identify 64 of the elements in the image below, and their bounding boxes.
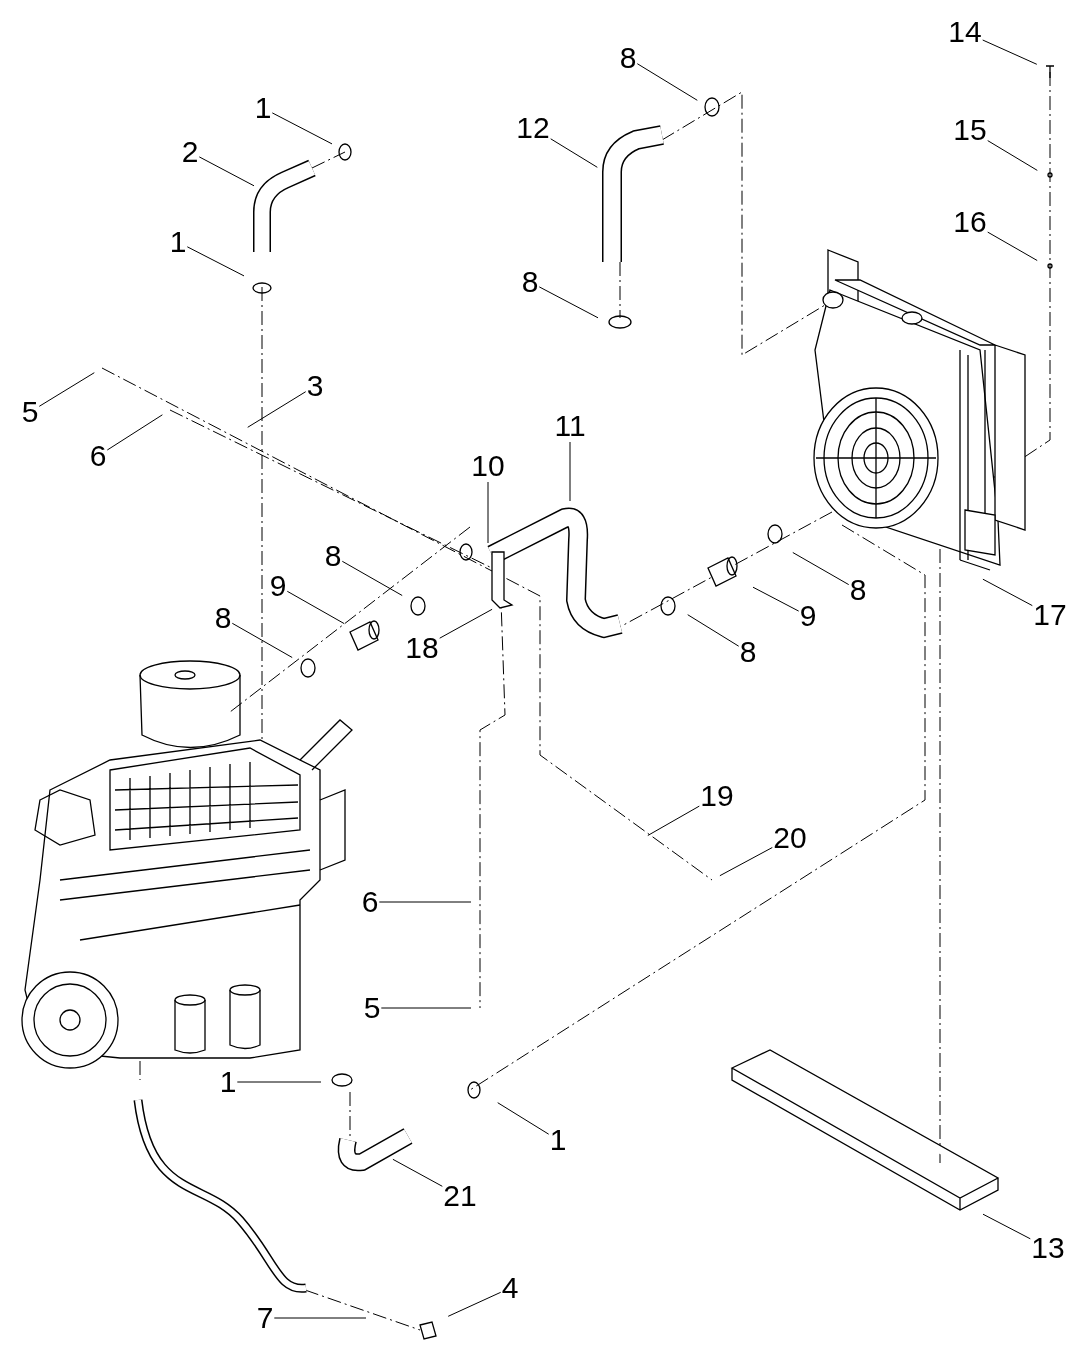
leader-line (231, 622, 293, 658)
callout-number: 14 (947, 16, 983, 48)
leader-line (647, 805, 700, 836)
leader-line (273, 1317, 367, 1319)
leader-line (380, 1007, 472, 1009)
leader-line (569, 441, 571, 502)
leader-line (286, 590, 345, 625)
leader-line (752, 586, 800, 612)
leader-line (392, 1158, 443, 1187)
callout-number: 10 (470, 450, 506, 482)
callout-number: 16 (952, 206, 988, 238)
leader-line (550, 138, 598, 168)
leader-line (38, 372, 95, 407)
callout-number: 7 (255, 1302, 275, 1334)
callout-number: 15 (952, 114, 988, 146)
callout-number: 8 (738, 636, 758, 668)
leader-line (236, 1081, 322, 1083)
callout-number: 20 (772, 822, 808, 854)
callout-number: 5 (362, 992, 382, 1024)
leader-line (982, 1213, 1031, 1240)
callout-number: 2 (180, 136, 200, 168)
leader-line (538, 286, 599, 319)
leader-line (982, 39, 1038, 65)
leader-line (447, 1291, 502, 1317)
callout-number: 9 (798, 600, 818, 632)
leader-line (497, 1102, 550, 1135)
leader-line (439, 608, 493, 639)
callout-number: 13 (1030, 1232, 1066, 1264)
leader-line (271, 112, 333, 145)
leader-line (186, 246, 245, 277)
leader-line (487, 481, 489, 544)
callout-number: 8 (323, 540, 343, 572)
callout-number: 6 (88, 440, 108, 472)
callout-number: 8 (520, 266, 540, 298)
leader-line (687, 614, 740, 647)
callout-number: 19 (699, 780, 735, 812)
leader-line (636, 63, 698, 101)
leader-line (719, 847, 773, 877)
leader-line (982, 578, 1033, 607)
callout-number: 18 (404, 632, 440, 664)
callout-number: 8 (213, 602, 233, 634)
callout-number: 12 (515, 112, 551, 144)
leader-line (987, 140, 1038, 171)
callout-number: 11 (553, 410, 587, 442)
callout-number: 1 (548, 1124, 568, 1156)
callout-number: 1 (168, 226, 188, 258)
leader-line (341, 560, 403, 596)
leader-line (247, 391, 307, 428)
callout-number: 3 (305, 370, 325, 402)
callout-number: 21 (442, 1180, 478, 1212)
callout-number: 9 (268, 570, 288, 602)
callout-number: 8 (848, 574, 868, 606)
leader-line (987, 231, 1038, 261)
callout-number: 1 (218, 1066, 238, 1098)
callout-number: 17 (1032, 599, 1068, 631)
leader-line (378, 901, 472, 903)
callout-number: 8 (618, 42, 638, 74)
callout-number: 1 (253, 92, 273, 124)
leader-line (792, 552, 850, 586)
callout-number: 6 (360, 886, 380, 918)
leader-line (106, 414, 163, 451)
callout-number: 4 (500, 1272, 520, 1304)
callout-number: 5 (20, 396, 40, 428)
leader-line (198, 156, 255, 187)
